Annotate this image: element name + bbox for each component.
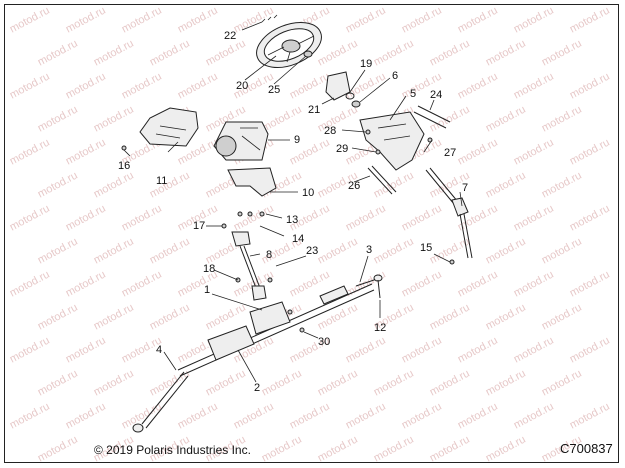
diagram-frame — [4, 4, 619, 463]
copyright-notice: © 2019 Polaris Industries Inc. — [94, 443, 251, 457]
callout-5: 5 — [410, 88, 417, 100]
callout-6: 6 — [392, 70, 399, 82]
callout-23: 23 — [306, 245, 319, 257]
tie-rod-right — [355, 274, 383, 299]
wheel-nut — [303, 50, 313, 58]
callout-4: 4 — [156, 344, 163, 356]
bushing — [351, 100, 361, 108]
column-support — [359, 111, 425, 171]
nut-30 — [299, 327, 305, 333]
leader-lines — [123, 21, 463, 383]
tilt-assembly — [213, 121, 269, 161]
cover-screw — [121, 145, 127, 151]
callout-2: 2 — [254, 382, 261, 394]
washer — [287, 309, 293, 315]
callout-27: 27 — [444, 147, 457, 159]
bolt-29 — [375, 149, 381, 155]
callout-21: 21 — [308, 104, 321, 116]
callout-25: 25 — [268, 84, 281, 96]
intermediate-shaft — [231, 231, 267, 301]
bolt-17 — [221, 223, 227, 229]
bolt-15 — [449, 259, 455, 265]
callout-18: 18 — [203, 263, 216, 275]
callout-13: 13 — [286, 214, 299, 226]
callout-30: 30 — [318, 336, 331, 348]
callout-22: 22 — [224, 30, 237, 42]
bolt-28 — [365, 129, 371, 135]
upper-steering-shaft — [425, 167, 473, 259]
callout-29: 29 — [336, 143, 349, 155]
callout-3: 3 — [366, 244, 373, 256]
steering-rack — [177, 283, 375, 377]
callout-26: 26 — [348, 180, 361, 192]
callout-15: 15 — [420, 242, 433, 254]
callout-8: 8 — [266, 249, 273, 261]
callout-11: 11 — [156, 175, 168, 187]
callout-14: 14 — [292, 233, 305, 245]
long-bolts — [413, 105, 451, 129]
callout-28: 28 — [324, 125, 337, 137]
callout-12: 12 — [374, 322, 387, 334]
tie-rod-left — [132, 371, 189, 433]
gas-strut — [367, 165, 397, 195]
callout-20: 20 — [236, 80, 249, 92]
shift-knob — [325, 71, 351, 101]
bolt-23 — [267, 277, 273, 283]
callout-10: 10 — [302, 187, 315, 199]
mount-bracket — [227, 167, 277, 197]
wheel-screws — [261, 14, 278, 23]
diagram-code: C700837 — [560, 441, 613, 456]
steering-cover — [139, 107, 199, 147]
callout-24: 24 — [430, 89, 443, 101]
bolts-13 — [237, 211, 265, 217]
callout-9: 9 — [294, 134, 301, 146]
callout-7: 7 — [462, 182, 469, 194]
steering-wheel — [256, 22, 322, 68]
callout-16: 16 — [118, 160, 131, 172]
callout-17: 17 — [193, 220, 206, 232]
callout-19: 19 — [360, 58, 373, 70]
o-ring — [345, 92, 355, 100]
callout-1: 1 — [204, 284, 211, 296]
